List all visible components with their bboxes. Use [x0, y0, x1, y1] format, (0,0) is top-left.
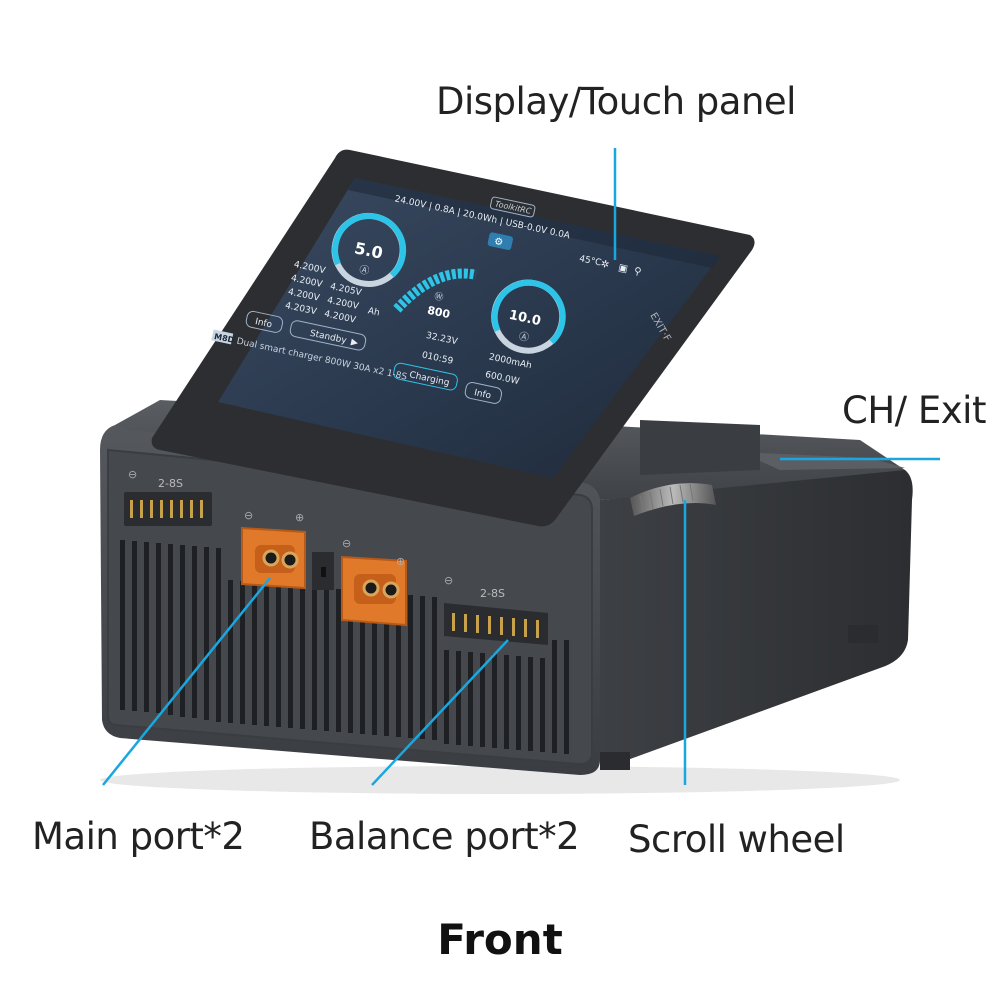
fan-icon: ✲: [600, 259, 610, 272]
screen-recess: [640, 420, 760, 475]
body-side: [600, 470, 913, 770]
display-touch-panel-label: Display/Touch panel: [436, 80, 796, 123]
gauge-right-arc: [491, 279, 566, 345]
watt-icon: Ⓦ: [433, 291, 444, 304]
charging-button[interactable]: [393, 362, 459, 391]
gauge-left-arc: [332, 213, 407, 278]
port-divider-hole: [321, 567, 326, 577]
info-button-left[interactable]: [245, 310, 284, 333]
main-port-right: [341, 555, 407, 627]
leader-balance-port: [371, 639, 509, 786]
info-button-right[interactable]: [464, 381, 503, 404]
amp-icon: Ⓐ: [358, 264, 370, 278]
ah-unit: Ah: [367, 306, 381, 318]
balance-port-right-label: 2-8S: [480, 587, 505, 600]
lock-icon: ▣: [617, 262, 629, 275]
ch-exit-label: CH/ Exit: [842, 389, 986, 432]
gauge-right-value: 10.0: [508, 308, 542, 329]
scroll-wheel-label: Scroll wheel: [628, 818, 845, 861]
plus-sign-main-right: ⊕: [396, 555, 405, 568]
power-value: 800: [426, 304, 452, 322]
balance-port-right: [444, 603, 548, 645]
main-port-label: Main port*2: [32, 815, 245, 858]
main-port-left: [241, 526, 306, 590]
foot-right: [848, 625, 878, 643]
amp-icon-right: Ⓐ: [518, 330, 530, 344]
minus-sign-main-left: ⊖: [244, 509, 253, 522]
balance-port-left: [124, 492, 212, 526]
model-badge-bg: [211, 329, 234, 345]
settings-button[interactable]: [487, 232, 513, 251]
balance-port-left-label: 2-8S: [158, 477, 183, 490]
display-touch-panel[interactable]: [218, 178, 720, 478]
gear-icon: ⚙: [493, 236, 504, 249]
temperature: 45°C: [578, 254, 602, 268]
minus-sign-left: ⊖: [128, 468, 137, 481]
vent-slots: [120, 540, 569, 754]
foot-front: [600, 752, 630, 770]
info-button-left-label: Info: [254, 317, 273, 330]
ch-exit-button[interactable]: [740, 452, 905, 470]
minus-sign-main-right: ⊖: [342, 537, 351, 550]
view-caption: Front: [437, 915, 563, 964]
shadow: [100, 766, 900, 794]
power-arc: [393, 268, 477, 313]
leader-lines: [102, 148, 940, 786]
plus-sign-main-left: ⊕: [295, 511, 304, 524]
scroll-wheel[interactable]: [630, 483, 716, 516]
model-badge: M8D: [213, 332, 235, 345]
leader-main-port: [102, 577, 271, 786]
standby-button[interactable]: [289, 320, 367, 351]
usb-icon: ⚲: [633, 266, 642, 278]
balance-port-label: Balance port*2: [309, 815, 580, 858]
info-button-right-label: Info: [473, 388, 492, 401]
play-icon: ▶: [350, 337, 359, 348]
minus-sign-right: ⊖: [444, 574, 453, 587]
brand-frame: [489, 196, 536, 218]
